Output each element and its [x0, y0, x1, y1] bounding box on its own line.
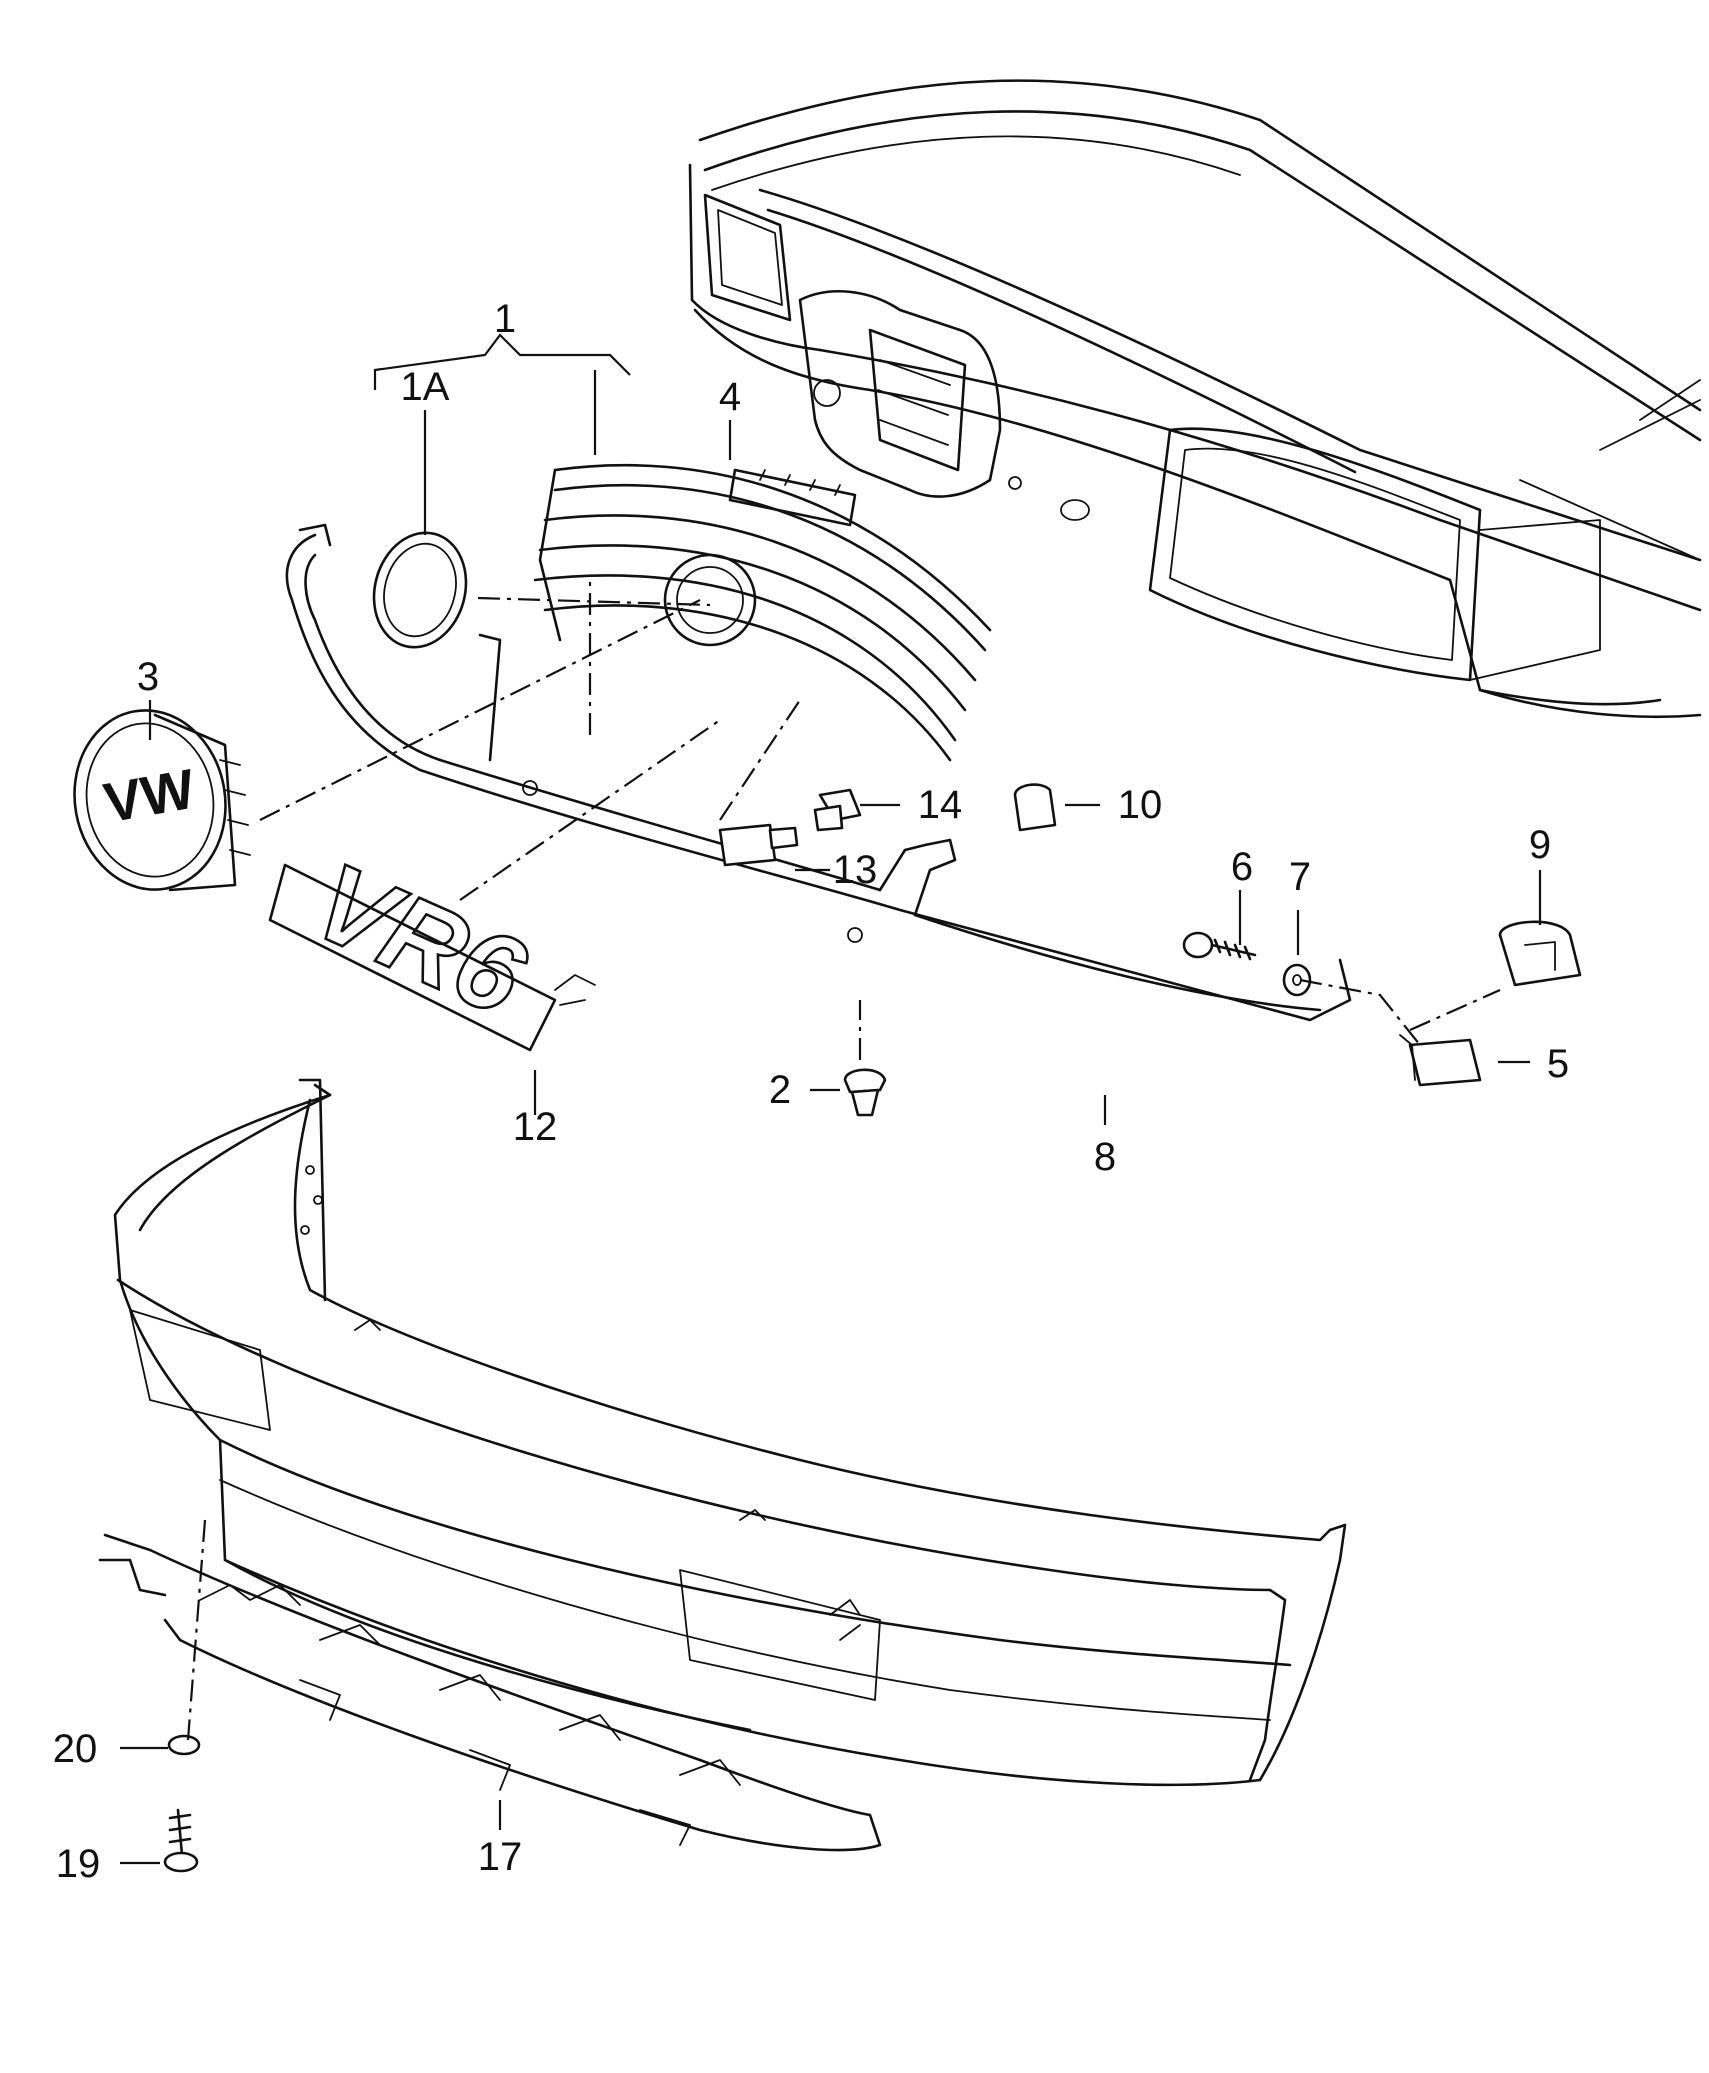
- callout-8: 8: [1094, 1135, 1116, 1179]
- headlight-right: [1008, 427, 1601, 682]
- screw-19: [163, 1808, 199, 1873]
- grille-opening: [798, 290, 1002, 498]
- callout-1A: 1A: [401, 365, 450, 409]
- callout-20: 20: [53, 1727, 98, 1771]
- vw-emblem-text: VW: [99, 757, 199, 835]
- radiator-grille: [533, 463, 992, 762]
- front-bumper: [113, 1078, 1347, 1787]
- bumper-spoiler: [98, 1533, 882, 1852]
- emblem-retainer-ring: [372, 531, 468, 649]
- callout-1: 1: [494, 297, 516, 341]
- washer-20: [167, 1734, 201, 1756]
- callout-19: 19: [56, 1842, 101, 1886]
- callout-10: 10: [1118, 783, 1163, 827]
- clip-13: [718, 823, 799, 867]
- vw-emblem: VW: [73, 709, 251, 892]
- callout-13: 13: [833, 848, 878, 892]
- washer-7: [1282, 963, 1312, 997]
- vr6-badge-text: VR6: [296, 840, 542, 1040]
- car-front-body: [688, 79, 1702, 719]
- grille-clip-strip: [728, 468, 857, 527]
- callout-labels: 1 1A 2 3 4 5 6 7 8 9 10 12 13 14 17 19 2…: [53, 297, 1569, 1886]
- bumper-plug-9: [1498, 920, 1582, 987]
- bracket-5: [1399, 1034, 1482, 1087]
- callout-4: 4: [719, 375, 741, 419]
- clip-10: [1013, 783, 1057, 832]
- assembly-lines: [186, 580, 1501, 1741]
- expanding-rivet-2: [843, 1068, 887, 1117]
- callout-9: 9: [1529, 823, 1551, 867]
- screw-6: [1182, 931, 1257, 961]
- callout-12: 12: [513, 1105, 558, 1149]
- callout-3: 3: [137, 655, 159, 699]
- callout-7: 7: [1289, 855, 1311, 899]
- leader-lines: [120, 333, 1542, 1865]
- callout-5: 5: [1547, 1042, 1569, 1086]
- vr6-badge: VR6: [268, 838, 596, 1052]
- callout-14: 14: [918, 783, 963, 827]
- callout-6: 6: [1231, 845, 1253, 889]
- callout-2: 2: [769, 1068, 791, 1112]
- grille-trim-frame: [285, 523, 1352, 1022]
- clip-14: [813, 788, 862, 832]
- callout-17: 17: [478, 1835, 523, 1879]
- headlight-left: [703, 193, 792, 322]
